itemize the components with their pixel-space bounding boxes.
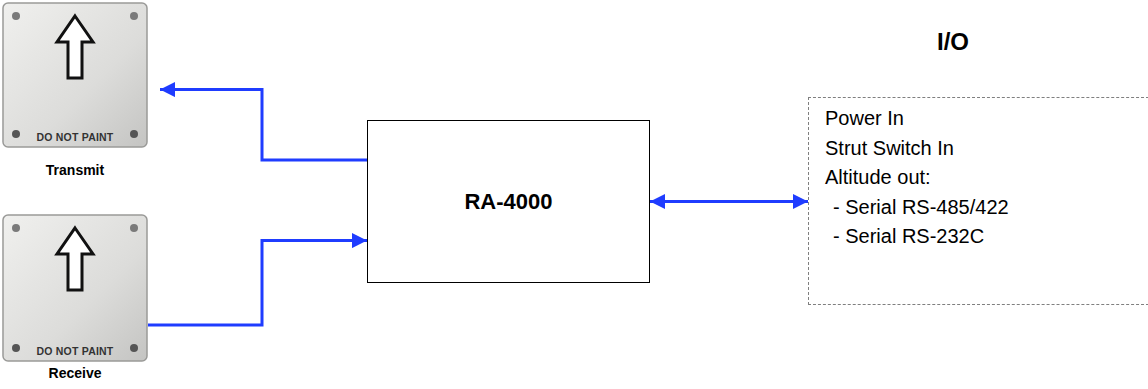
signal-name: Altitude out: [825, 163, 1132, 193]
signal-name: - Serial RS-485/422 [825, 193, 1132, 223]
screw [130, 12, 138, 20]
plate-body [3, 3, 147, 147]
signal-name: - Serial RS-232C [825, 222, 1132, 252]
screw [12, 344, 20, 352]
screw [130, 224, 138, 232]
antenna-plate [2, 214, 148, 362]
group-heading: I/O [937, 28, 969, 56]
antenna-label: Receive [2, 365, 148, 381]
screw [12, 224, 20, 232]
up-arrow-symbol [57, 16, 93, 78]
screw [12, 130, 20, 138]
antenna-plate [2, 2, 148, 148]
screw [130, 344, 138, 352]
signal-connector [148, 241, 367, 325]
signal-name: Power In [825, 104, 1132, 134]
up-arrow-symbol [57, 228, 93, 290]
unit-box: RA-4000 [367, 120, 650, 283]
io-group-box: I/OPower InStrut Switch InAltitude out:-… [808, 97, 1148, 305]
antenna-plate: DO NOT PAINTTransmit [2, 2, 148, 148]
signal-connector [650, 200, 808, 203]
warning-text: DO NOT PAINT [2, 345, 148, 357]
antenna-plate: DO NOT PAINTReceive [2, 214, 148, 362]
plate-body [3, 215, 147, 361]
warning-text: DO NOT PAINT [2, 131, 148, 143]
signal-name: Strut Switch In [825, 134, 1132, 164]
antenna-label: Transmit [2, 162, 148, 178]
screw [12, 12, 20, 20]
unit-name: RA-4000 [464, 189, 552, 215]
signal-connector [160, 90, 367, 160]
screw [130, 130, 138, 138]
